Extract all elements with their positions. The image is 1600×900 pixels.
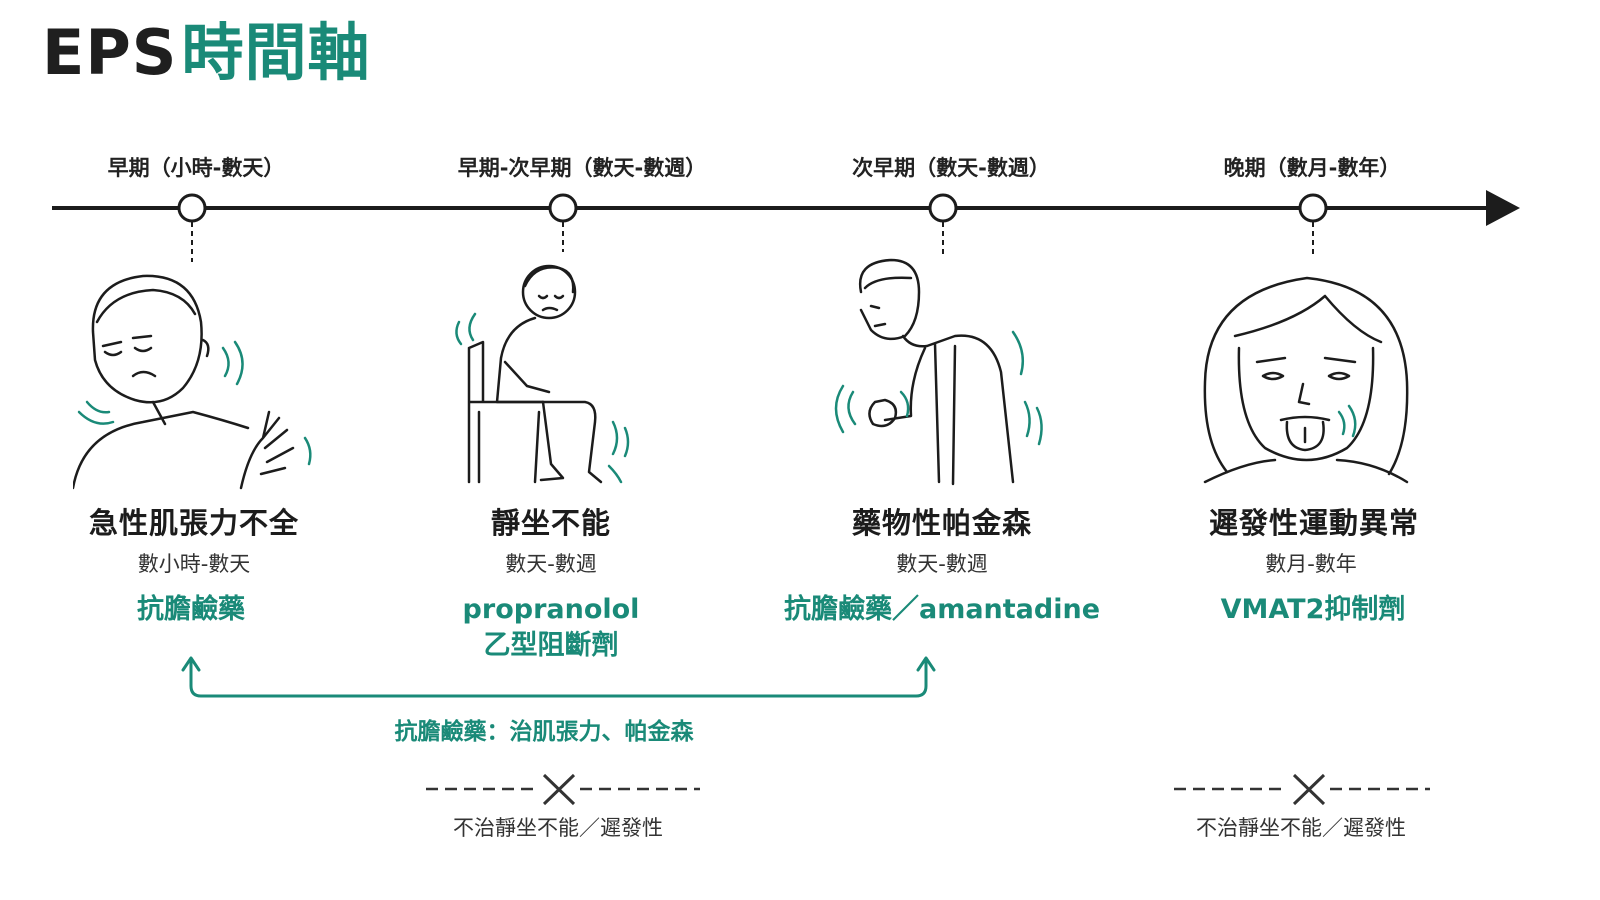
title-prefix: EPS [42, 16, 178, 89]
note-not-treating-2: 不治靜坐不能／遲發性 [1196, 816, 1406, 840]
phase-label-early-subearly: 早期-次早期（數天-數週） [457, 156, 707, 180]
timeline-node-2 [548, 193, 578, 252]
stage-treatment-parkinsonism: 抗膽鹼藥／amantadine [784, 592, 1100, 628]
stage-name-parkinsonism: 藥物性帕金森 [851, 506, 1033, 540]
timeline-arrowhead [1486, 190, 1520, 226]
treatment-line: 抗膽鹼藥／amantadine [783, 594, 1101, 625]
treatment-line: VMAT2抑制劑 [1220, 594, 1406, 625]
title-main: 時間軸 [181, 16, 371, 89]
cross-icon [426, 773, 700, 806]
stage-name-akathisia: 靜坐不能 [490, 506, 612, 540]
stage-duration-tardive-dyskinesia: 數月-數年 [1265, 552, 1357, 576]
timeline-node-1 [177, 193, 207, 262]
treatment-line: 乙型阻斷劑 [483, 630, 619, 661]
phase-label-subearly: 次早期（數天-數週） [852, 156, 1050, 180]
stage-treatment-akathisia: propranolol 乙型阻斷劑 [463, 592, 640, 664]
stage-name-tardive-dyskinesia: 遲發性運動異常 [1208, 506, 1420, 540]
page-title: EPS時間軸 [42, 22, 370, 84]
restless-seated-person-icon [455, 264, 630, 484]
timeline-node-4 [1298, 193, 1328, 254]
stage-duration-akathisia: 數天-數週 [505, 552, 597, 576]
treatment-line: 抗膽鹼藥 [137, 594, 245, 625]
stage-treatment-acute-dystonia: 抗膽鹼藥 [137, 592, 245, 628]
bracket-label: 抗膽鹼藥：治肌張力、帕金森 [394, 719, 694, 745]
note-not-treating-1: 不治靜坐不能／遲發性 [453, 816, 663, 840]
timeline-node-3 [928, 193, 958, 254]
cross-icon [1174, 773, 1430, 806]
tongue-protrusion-person-icon [1203, 276, 1409, 484]
phase-label-early: 早期（小時-數天） [107, 156, 285, 180]
stage-duration-acute-dystonia: 數小時-數天 [137, 552, 251, 576]
treatment-line: propranolol [462, 594, 640, 625]
stage-duration-parkinsonism: 數天-數週 [896, 552, 988, 576]
bracket-arrow [181, 656, 936, 698]
phase-label-late: 晚期（數月-數年） [1223, 156, 1401, 180]
stooped-tremor-person-icon [834, 258, 1043, 486]
stage-treatment-tardive-dyskinesia: VMAT2抑制劑 [1221, 592, 1406, 628]
stage-name-acute-dystonia: 急性肌張力不全 [88, 506, 300, 540]
neck-spasm-person-icon [73, 274, 312, 490]
